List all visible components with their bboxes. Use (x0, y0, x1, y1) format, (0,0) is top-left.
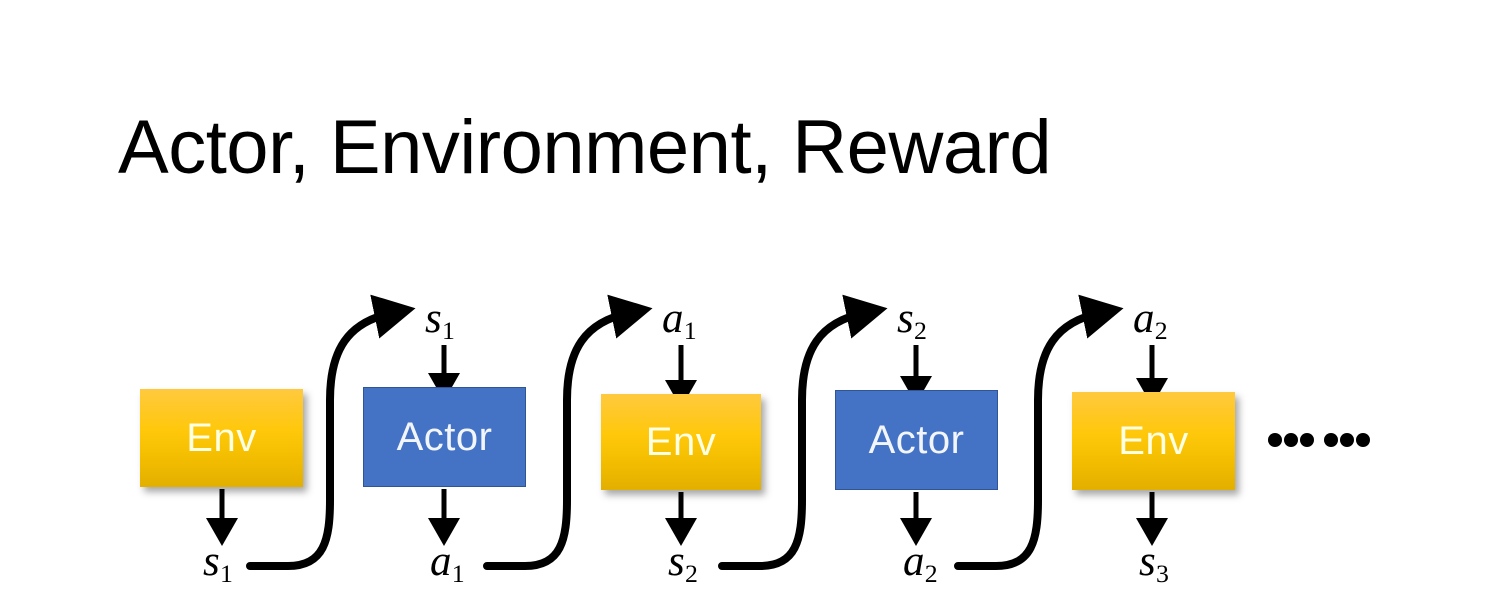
symbol-base: a (903, 538, 925, 585)
symbol-subscript: 2 (1154, 315, 1168, 345)
ellipsis-dot (1356, 433, 1370, 447)
symbol-subscript: 1 (219, 558, 233, 588)
page-title: Actor, Environment, Reward (118, 105, 1052, 190)
node-label: Actor (868, 418, 965, 462)
symbol-base: s (203, 538, 220, 585)
symbol-subscript: 2 (913, 315, 927, 345)
node-env3: Env (1072, 392, 1235, 490)
symbol-base: s (668, 538, 685, 585)
ellipsis-dot (1340, 433, 1354, 447)
symbol-subscript: 2 (924, 558, 938, 588)
signal-label-top-a2: a2 (1133, 295, 1168, 343)
node-actor2: Actor (835, 390, 998, 490)
down-arrows-into-box (428, 345, 1168, 409)
symbol-subscript: 1 (451, 558, 465, 588)
node-env2: Env (601, 394, 761, 490)
node-label: Actor (396, 415, 493, 459)
symbol-subscript: 2 (684, 558, 698, 588)
ellipsis-dot (1284, 433, 1298, 447)
ellipsis-dot (1324, 433, 1338, 447)
symbol-base: a (1133, 295, 1155, 342)
node-actor1: Actor (363, 387, 526, 487)
symbol-subscript: 1 (683, 315, 697, 345)
signal-label-bot-a1: a1 (430, 538, 465, 586)
ellipsis-dot (1300, 433, 1314, 447)
symbol-subscript: 3 (1155, 558, 1169, 588)
signal-label-top-a1: a1 (662, 295, 697, 343)
node-env1: Env (140, 389, 303, 487)
signal-label-bot-s1: s1 (203, 538, 233, 586)
signal-label-bot-s3: s3 (1139, 538, 1169, 586)
symbol-base: a (662, 295, 684, 342)
signal-label-top-s1: s1 (425, 295, 455, 343)
signal-label-bot-a2: a2 (903, 538, 938, 586)
node-label: Env (1118, 419, 1189, 463)
node-label: Env (186, 416, 257, 460)
symbol-subscript: 1 (441, 315, 455, 345)
ellipsis-dot (1268, 433, 1282, 447)
symbol-base: s (1139, 538, 1156, 585)
signal-label-bot-s2: s2 (668, 538, 698, 586)
down-arrows-out-of-box (206, 489, 1168, 547)
signal-label-top-s2: s2 (897, 295, 927, 343)
symbol-base: s (897, 295, 914, 342)
ellipsis-continuation (1268, 433, 1372, 447)
symbol-base: a (430, 538, 452, 585)
node-label: Env (645, 420, 717, 464)
symbol-base: s (425, 295, 442, 342)
